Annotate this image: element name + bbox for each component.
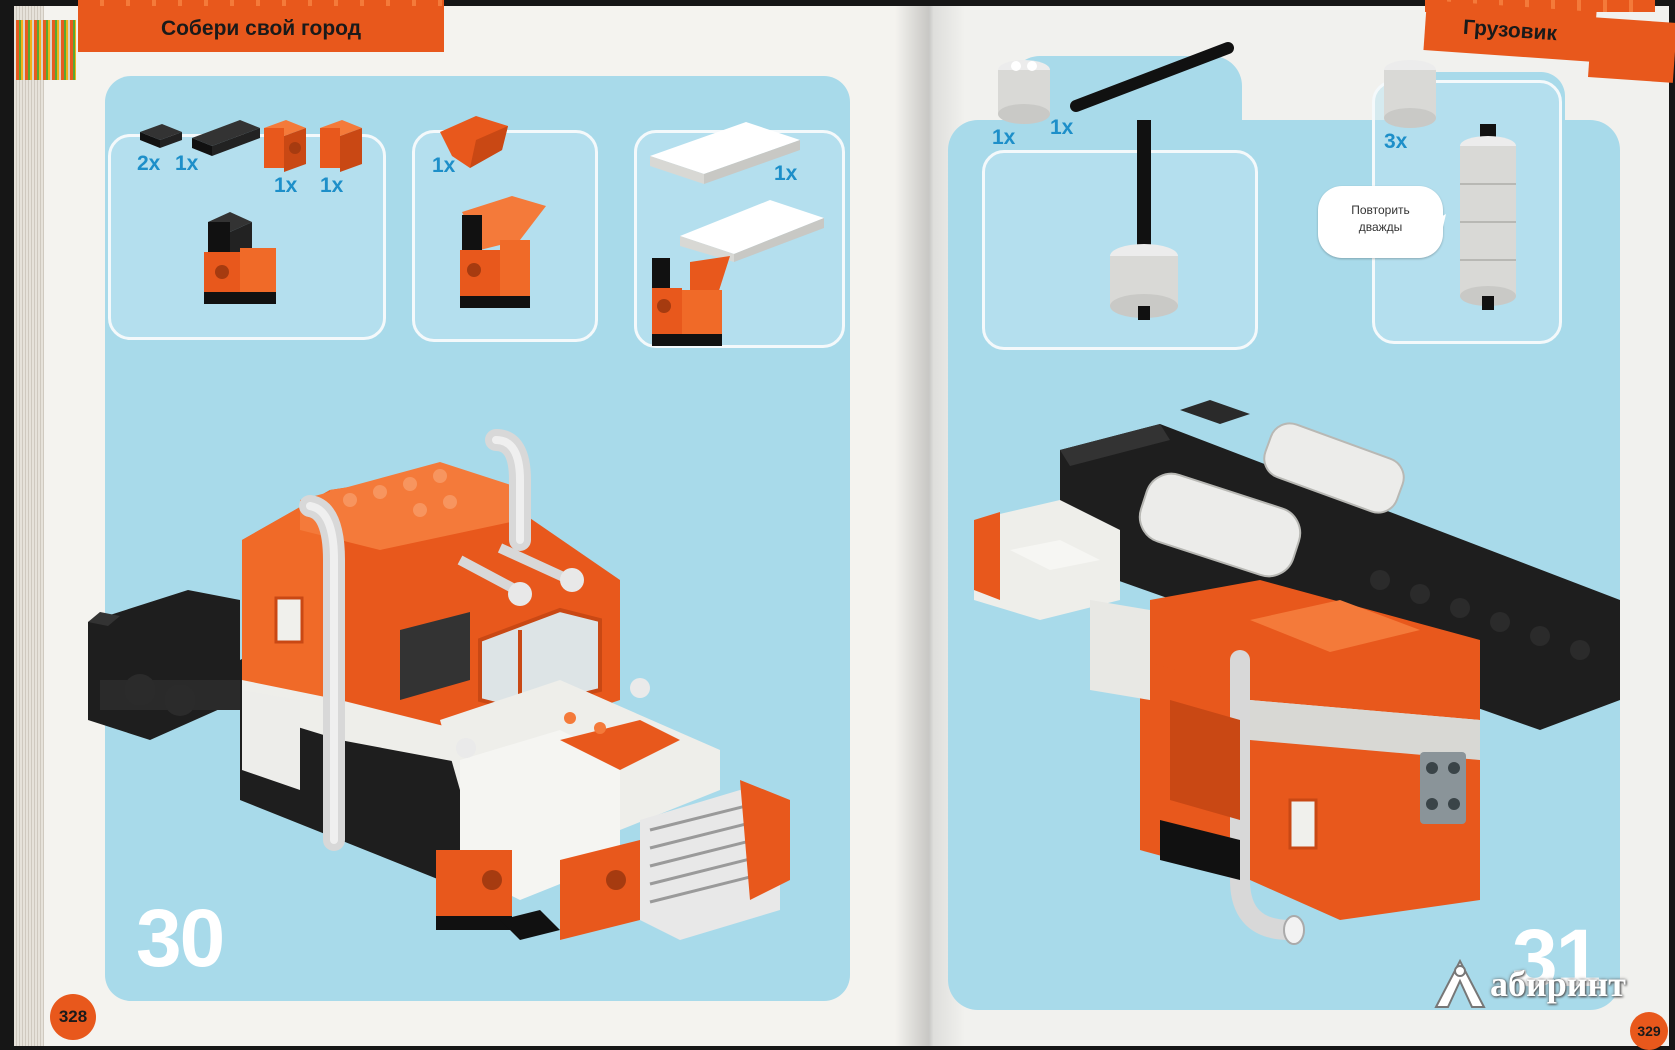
watermark-text: абиринт <box>1490 963 1626 1005</box>
page-number-right: 329 <box>1630 1012 1668 1050</box>
speech-bubble-tail <box>1420 214 1446 240</box>
watermark-logo-icon <box>1432 957 1490 1011</box>
round-brick-white-illustration <box>1384 60 1436 128</box>
stacked-round-bricks-illustration <box>1460 124 1516 310</box>
assembly-axle-illustration <box>1110 120 1178 320</box>
crane-truck-illustration <box>974 400 1620 944</box>
axle-black-illustration <box>1076 48 1228 106</box>
round-brick-white-illustration <box>998 60 1050 124</box>
watermark: абиринт <box>1432 955 1672 1015</box>
